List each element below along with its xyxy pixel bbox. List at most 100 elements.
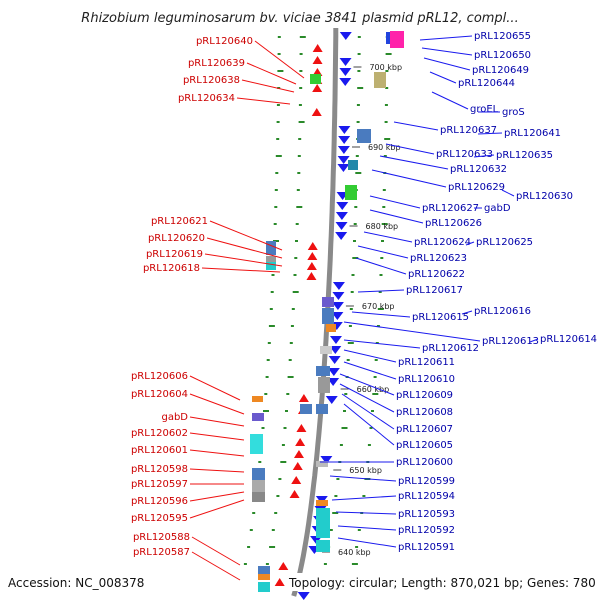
gc-mark [298,121,305,123]
gc-mark [384,138,391,140]
gc-mark [362,495,366,497]
right-leader-line [431,91,469,110]
gc-mark [348,325,352,327]
forward-gene-label: pRL120617 [406,285,463,296]
forward-gene-arrow [329,336,342,344]
left-leader-line [191,551,241,581]
gc-mark [371,410,374,412]
gc-mark [276,121,280,123]
gene-category-block [252,480,265,492]
gc-mark [265,376,269,378]
gc-mark [353,240,356,242]
forward-gene-label: pRL120591 [398,542,455,553]
gene-category-block [252,413,264,421]
forward-gene-label: groEL [470,104,499,115]
tick-label: 700 kbp [369,63,402,72]
gc-mark [372,393,379,395]
gc-mark [343,410,346,412]
gc-mark [276,138,280,140]
gc-mark [336,478,340,480]
gc-mark [275,172,279,174]
tick-label: 690 kbp [368,143,401,152]
forward-gene-label: pRL120632 [450,164,507,175]
gc-mark [357,87,364,89]
reverse-gene-arrow [296,424,307,432]
gc-mark [285,410,288,412]
right-leader-line [357,289,405,293]
forward-gene-label: pRL120612 [422,343,479,354]
gc-mark [270,291,274,293]
gc-mark [384,121,388,123]
forward-gene-label: pRL120655 [474,31,531,42]
gc-mark [277,70,284,72]
reverse-gene-label: pRL120595 [131,513,188,524]
gc-mark [249,529,253,531]
left-leader-line [189,416,245,427]
tick-label: 680 kbp [366,222,399,231]
forward-gene-label: pRL120637 [440,125,497,136]
gene-category-block [374,72,386,88]
gc-mark [294,257,298,259]
gc-mark [290,325,294,327]
forward-gene-label: pRL120627 [422,203,479,214]
forward-gene-arrow [325,396,338,404]
forward-gene-arrow [320,456,333,464]
right-leader-line [369,209,424,224]
gc-mark [334,495,338,497]
gc-mark [357,529,361,531]
reverse-gene-label: pRL120621 [151,216,208,227]
reverse-gene-arrow [312,44,323,52]
right-leader-line [343,361,397,380]
gc-mark [268,325,275,327]
gc-mark [355,172,362,174]
gene-category-block [316,540,330,552]
right-leader-line [357,245,409,259]
gene-category-block [316,528,330,538]
gene-category-block [316,508,330,518]
gc-mark [373,376,377,378]
tick-label: 670 kbp [362,302,395,311]
forward-gene-label: gabD [484,203,511,214]
gc-mark [295,240,298,242]
forward-gene-arrow [337,164,350,172]
left-leader-line [189,491,245,502]
footer-backdrop [286,573,592,591]
gc-mark [278,478,282,480]
gc-mark [349,308,353,310]
gc-mark [299,53,303,55]
gene-category-block [318,377,330,393]
forward-gene-arrow [339,58,352,66]
gene-category-block [258,582,270,592]
gc-mark [288,359,292,361]
right-leader-line [473,154,495,158]
reverse-gene-label: gabD [161,412,188,423]
gene-category-block [266,241,276,255]
gc-mark [274,512,278,514]
reverse-gene-arrow [295,438,306,446]
forward-gene-label: pRL120605 [396,440,453,451]
right-leader-line [351,311,411,318]
gc-mark [289,342,293,344]
gc-mark [286,393,290,395]
gc-mark [367,444,371,446]
forward-gene-arrow [339,68,352,76]
gc-mark [252,512,256,514]
left-leader-line [201,267,281,273]
right-leader-line [371,169,447,188]
reverse-gene-arrow [274,578,285,586]
forward-gene-arrow [335,212,348,220]
reverse-gene-arrow [289,490,300,498]
reverse-gene-arrow [292,462,303,470]
left-leader-line [204,253,283,267]
forward-gene-label: pRL120641 [504,128,561,139]
forward-gene-arrow [338,136,351,144]
gc-mark [283,427,287,429]
gc-mark [382,206,386,208]
reverse-gene-label: pRL120638 [183,75,240,86]
forward-gene-arrow [297,592,310,600]
reverse-gene-arrow [311,108,322,116]
reverse-gene-label: pRL120596 [131,496,188,507]
right-leader-line [379,155,449,170]
